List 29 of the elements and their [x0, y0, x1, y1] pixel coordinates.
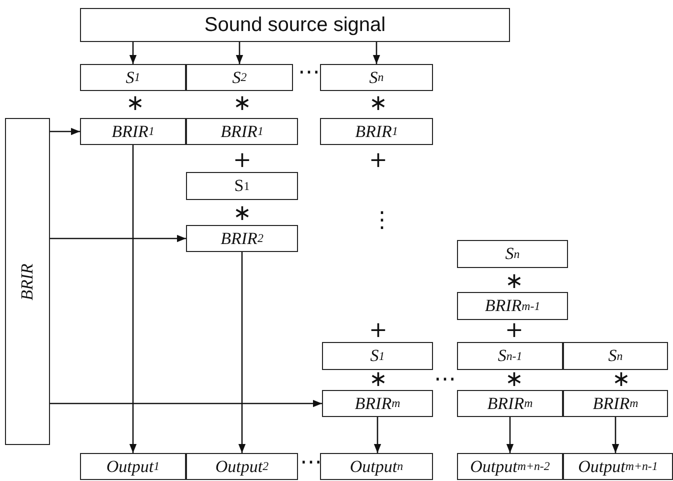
source-box: Sound source signal [80, 8, 510, 42]
arrow [50, 400, 322, 408]
operator-symbol: ∗ [126, 93, 144, 115]
operator-symbol: + [369, 150, 388, 172]
operator-symbol: + [233, 150, 252, 172]
arrow [50, 234, 186, 242]
operator-symbol: ∗ [369, 369, 388, 391]
arrow [506, 417, 514, 453]
operator-symbol: ∗ [233, 93, 252, 115]
operator-symbol: ∗ [612, 369, 630, 391]
arrow [129, 42, 137, 64]
operator-symbol: + [369, 320, 388, 342]
operator-symbol: ∗ [369, 93, 388, 115]
operator-symbol: ⋮ [371, 210, 393, 232]
operator-symbol: ⋯ [298, 62, 320, 84]
operator-symbol: ∗ [233, 203, 252, 225]
operator-symbol: ⋯ [434, 369, 456, 391]
brir-bar: BRIR [5, 118, 50, 445]
operator-symbol: + [505, 320, 524, 342]
arrow [50, 128, 80, 136]
operator-symbol: ⋯ [300, 452, 322, 474]
arrow [374, 417, 382, 453]
operator-symbol: ∗ [505, 271, 524, 293]
arrow [238, 252, 246, 453]
arrow [129, 145, 137, 453]
operator-symbol: ∗ [505, 369, 524, 391]
arrow [612, 417, 620, 453]
arrow [372, 42, 380, 64]
arrow [236, 42, 244, 64]
